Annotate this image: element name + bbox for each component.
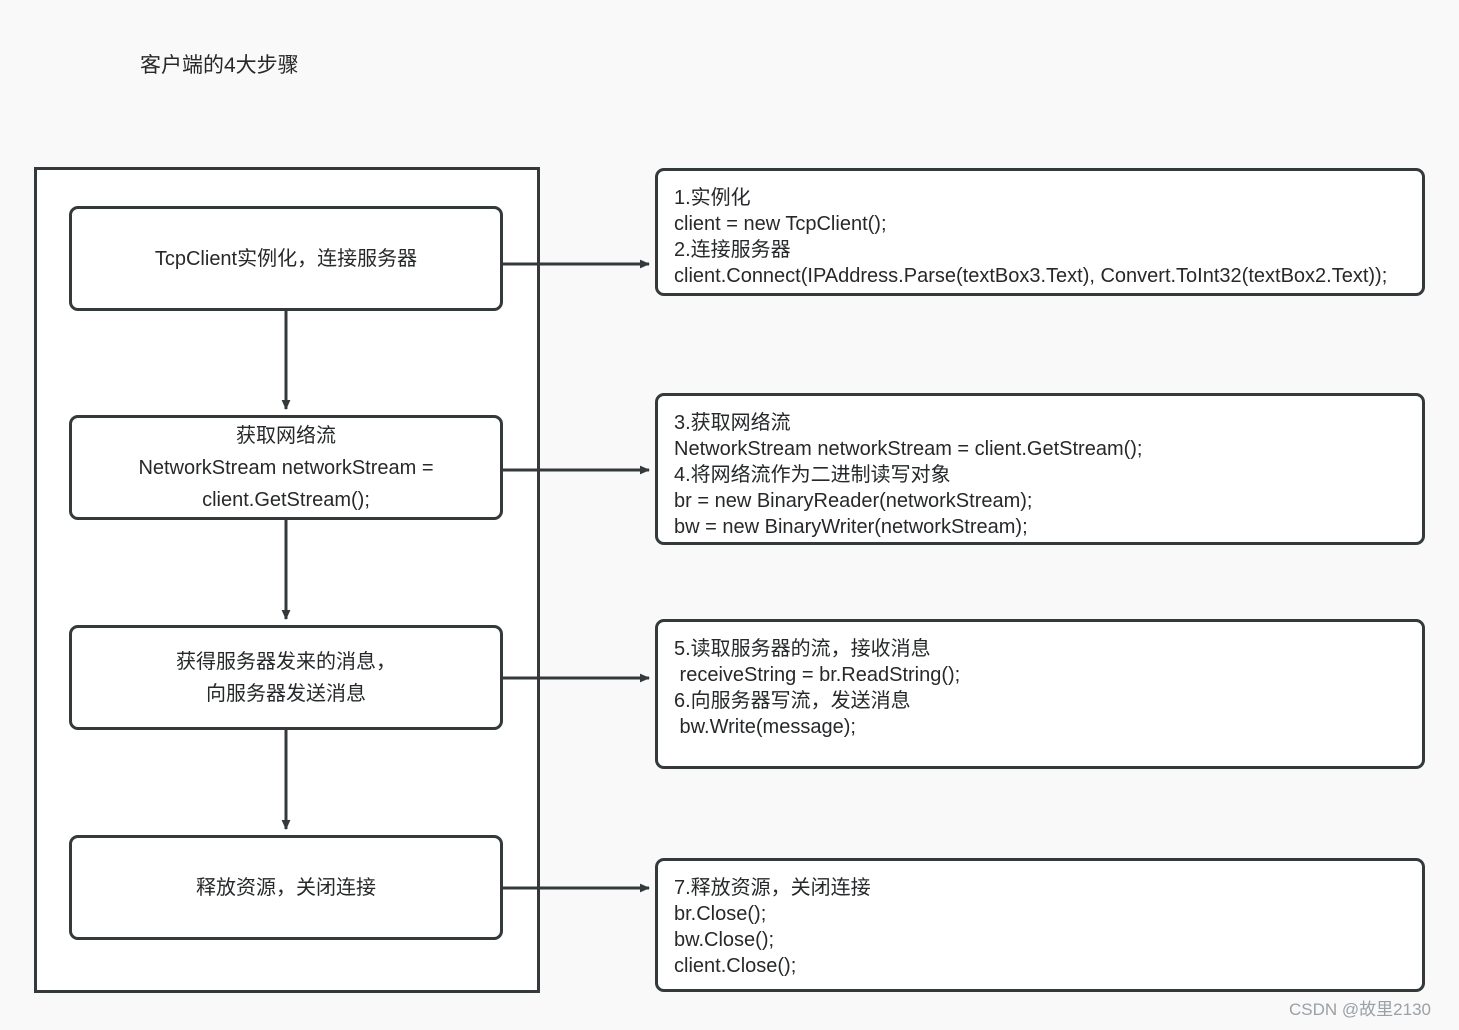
watermark: CSDN @故里2130 xyxy=(1289,1000,1431,1019)
flow-node-tcpclient-init[interactable]: TcpClient实例化，连接服务器 xyxy=(69,206,503,311)
note-box-close-resources: 7.释放资源，关闭连接 br.Close(); bw.Close(); clie… xyxy=(655,858,1425,992)
flow-node-label: TcpClient实例化，连接服务器 xyxy=(154,247,418,270)
page-title: 客户端的4大步骤 xyxy=(140,54,299,77)
flow-node-release-close[interactable]: 释放资源，关闭连接 xyxy=(69,835,503,940)
flow-node-label: 释放资源，关闭连接 xyxy=(196,876,376,899)
note-box-instantiate-connect: 1.实例化 client = new TcpClient(); 2.连接服务器 … xyxy=(655,168,1425,296)
flow-node-label: 获得服务器发来的消息，向服务器发送消息 xyxy=(176,650,396,705)
note-box-stream-binary-io: 3.获取网络流 NetworkStream networkStream = cl… xyxy=(655,393,1425,545)
flow-node-receive-send-message[interactable]: 获得服务器发来的消息，向服务器发送消息 xyxy=(69,625,503,730)
note-box-read-write-message: 5.读取服务器的流，接收消息 receiveString = br.ReadSt… xyxy=(655,619,1425,769)
